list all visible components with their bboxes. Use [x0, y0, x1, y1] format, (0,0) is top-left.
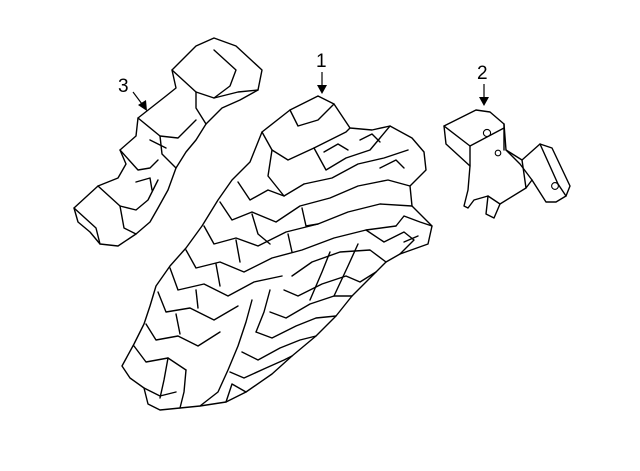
- arrowhead-2: [479, 97, 489, 106]
- leader-line-3: [132, 91, 143, 105]
- callout-1: 1: [316, 51, 327, 94]
- fuse-box-cover[interactable]: [73, 37, 263, 247]
- callout-label-1: 1: [316, 51, 327, 72]
- callout-3: 3: [118, 76, 147, 111]
- arrowhead-1: [317, 85, 327, 94]
- fuse-relay-box[interactable]: [121, 95, 433, 411]
- mounting-bracket[interactable]: [443, 109, 571, 219]
- arrowhead-3: [138, 100, 147, 111]
- callout-2: 2: [477, 63, 489, 106]
- callout-label-2: 2: [477, 63, 488, 84]
- callout-label-3: 3: [118, 76, 129, 97]
